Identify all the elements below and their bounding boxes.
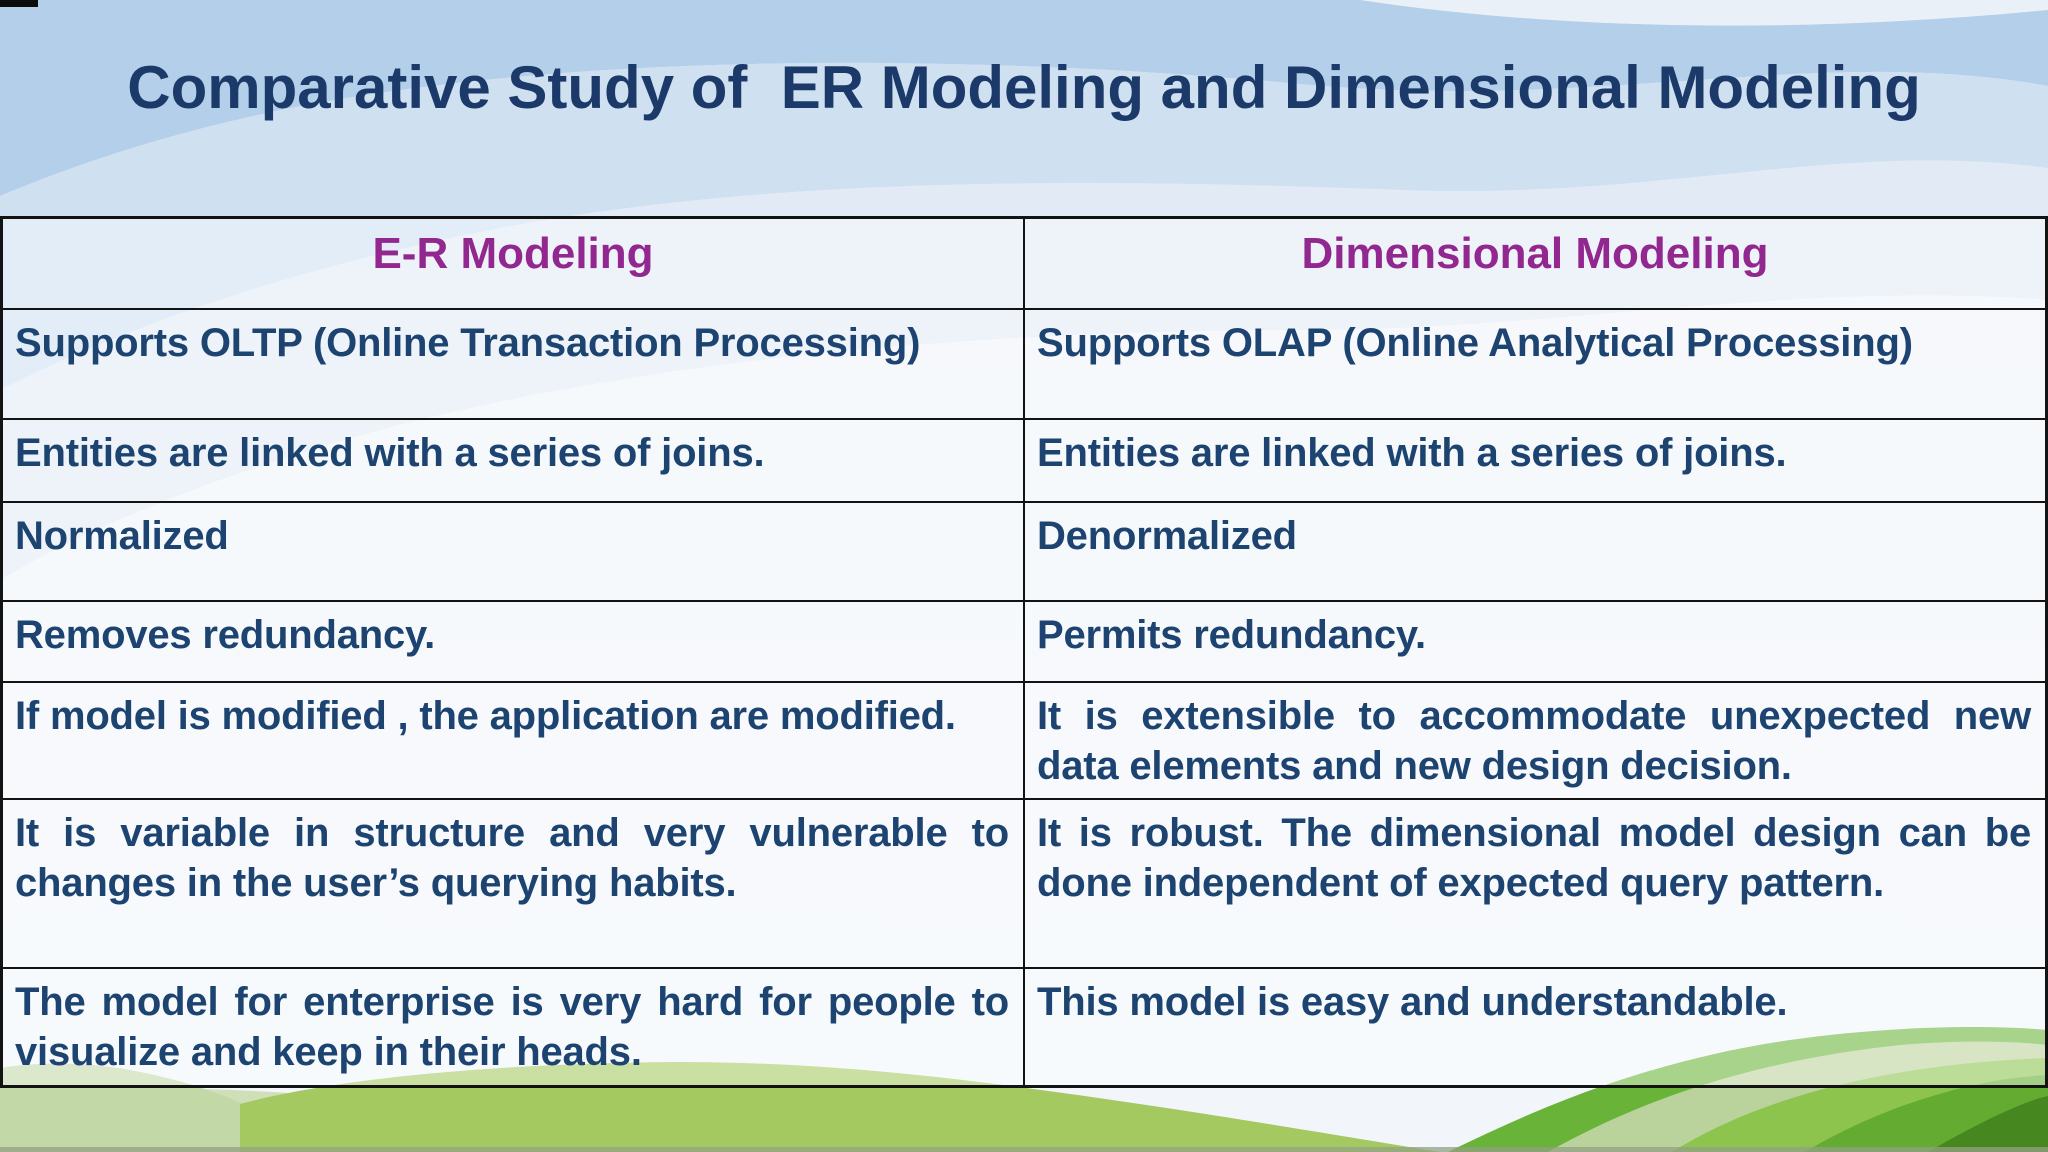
table-row: Normalized Denormalized bbox=[0, 500, 2048, 602]
dim-cell-redundancy: Permits redundancy. bbox=[1023, 599, 2048, 683]
table-row: It is variable in structure and very vul… bbox=[0, 797, 2048, 969]
wave-band-mid bbox=[0, 62, 2048, 391]
er-cell-hard-to-visualize: The model for enterprise is very hard fo… bbox=[0, 966, 1025, 1088]
column-header-dimensional-modeling: Dimensional Modeling bbox=[1023, 216, 2048, 310]
er-cell-joins: Entities are linked with a series of joi… bbox=[0, 417, 1025, 503]
dim-cell-extensible: It is extensible to accommodate unexpect… bbox=[1023, 680, 2048, 800]
er-cell-modified: If model is modified , the application a… bbox=[0, 680, 1025, 800]
table-row: Entities are linked with a series of joi… bbox=[0, 417, 2048, 503]
hill-right-dark-corner bbox=[1928, 1096, 2048, 1152]
dim-cell-joins: Entities are linked with a series of joi… bbox=[1023, 417, 2048, 503]
bottom-edge-strip bbox=[0, 1147, 2048, 1152]
table-header-row: E-R Modeling Dimensional Modeling bbox=[0, 216, 2048, 310]
wave-band-top bbox=[0, 0, 2048, 196]
column-header-er-modeling: E-R Modeling bbox=[0, 216, 1025, 310]
table-row: Removes redundancy. Permits redundancy. bbox=[0, 599, 2048, 683]
dim-cell-easy: This model is easy and understandable. bbox=[1023, 966, 2048, 1088]
table-row: The model for enterprise is very hard fo… bbox=[0, 966, 2048, 1088]
table-row: If model is modified , the application a… bbox=[0, 680, 2048, 800]
er-cell-oltp: Supports OLTP (Online Transaction Proces… bbox=[0, 307, 1025, 420]
corner-artifact bbox=[0, 0, 38, 7]
wave-sliver-topright bbox=[1360, 0, 2048, 26]
er-cell-redundancy: Removes redundancy. bbox=[0, 599, 1025, 683]
page-title: Comparative Study of ER Modeling and Dim… bbox=[127, 54, 1921, 121]
comparison-table: E-R Modeling Dimensional Modeling Suppor… bbox=[0, 216, 2048, 1088]
table-row: Supports OLTP (Online Transaction Proces… bbox=[0, 307, 2048, 420]
dim-cell-robust: It is robust. The dimensional model desi… bbox=[1023, 797, 2048, 969]
dim-cell-denormalized: Denormalized bbox=[1023, 500, 2048, 602]
er-cell-variable: It is variable in structure and very vul… bbox=[0, 797, 1025, 969]
er-cell-normalized: Normalized bbox=[0, 500, 1025, 602]
dim-cell-olap: Supports OLAP (Online Analytical Process… bbox=[1023, 307, 2048, 420]
